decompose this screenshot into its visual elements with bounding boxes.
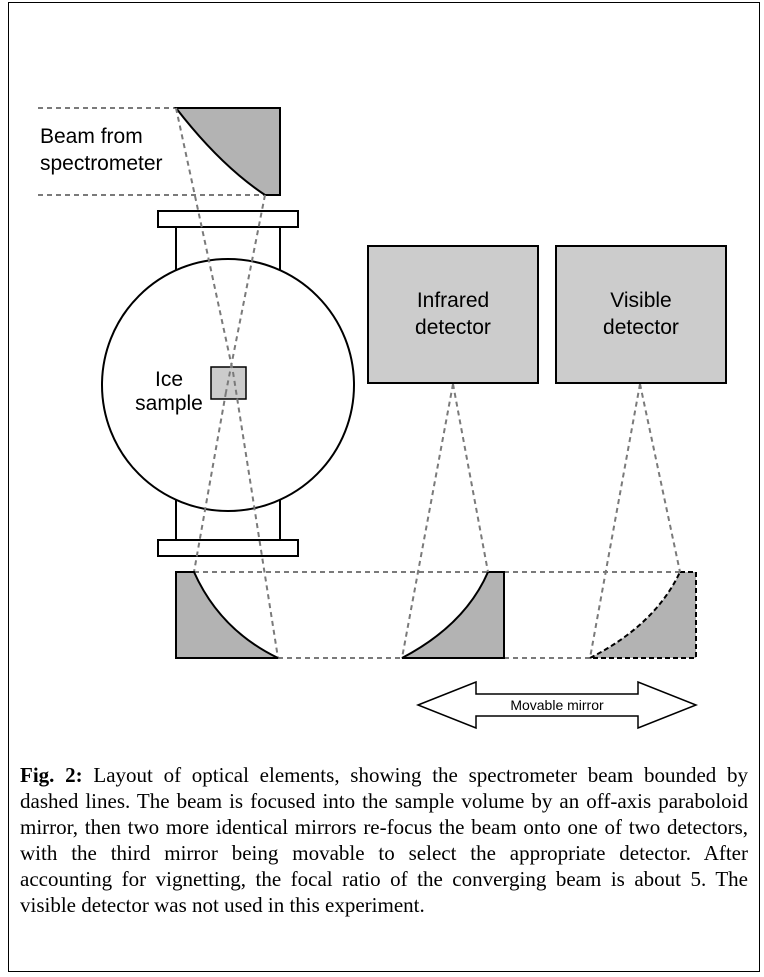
beam-label-line1: Beam from xyxy=(40,125,143,148)
incoming-beam xyxy=(38,107,265,196)
figure-frame xyxy=(8,2,760,972)
beam-label-line2: spectrometer xyxy=(40,152,163,175)
infrared-detector xyxy=(367,245,539,384)
caption-text: Layout of optical elements, showing the … xyxy=(20,763,748,917)
movable-mirror-arrow xyxy=(415,680,699,730)
third-paraboloid-mirror xyxy=(401,571,505,659)
cryostat-bottom-flange xyxy=(157,539,299,557)
ir-detector-label-line1: Infrared xyxy=(417,289,489,312)
vis-detector-label-line2: detector xyxy=(603,316,679,339)
sample-label-line1: Ice xyxy=(155,368,183,391)
sample-beam xyxy=(175,107,279,659)
movable-mirror-label: Movable mirror xyxy=(510,697,604,713)
sample-label-line2: sample xyxy=(135,392,203,415)
cryostat-top-flange xyxy=(157,210,299,228)
transfer-beam xyxy=(194,571,680,659)
movable-mirror-alternate-position xyxy=(589,571,697,659)
figure-caption: Fig. 2: Layout of optical elements, show… xyxy=(20,762,748,918)
visible-detector xyxy=(555,245,727,384)
optical-layout-diagram: Beam from spectrometer Ice sample Infrar… xyxy=(38,107,727,730)
vis-detector-label-line1: Visible xyxy=(610,289,671,312)
ir-detector-label-line2: detector xyxy=(415,316,491,339)
second-paraboloid-mirror xyxy=(175,571,279,659)
caption-label: Fig. 2: xyxy=(20,763,83,787)
top-paraboloid-mirror xyxy=(173,107,281,196)
detector-beams xyxy=(401,383,681,659)
